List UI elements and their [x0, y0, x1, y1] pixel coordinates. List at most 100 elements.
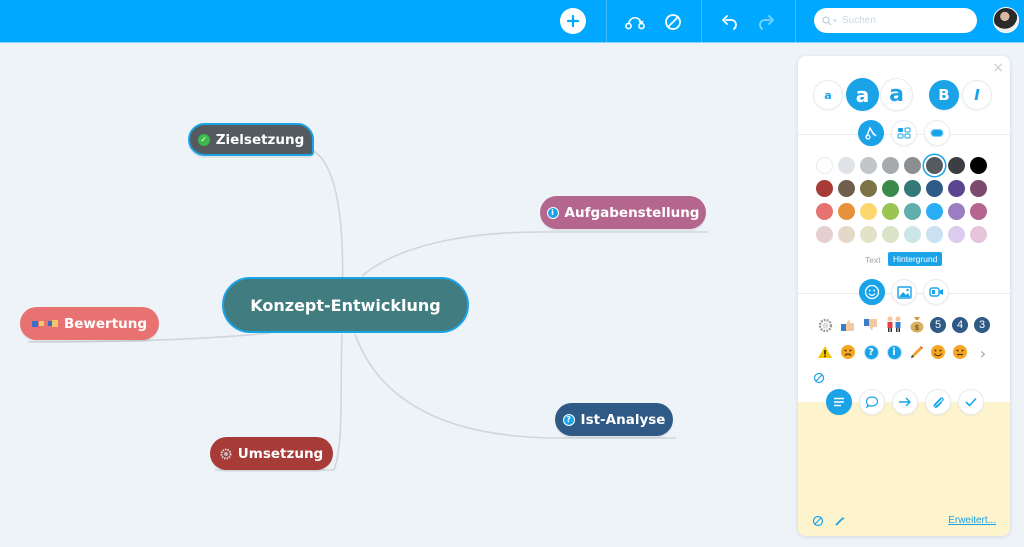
info-icon: i [546, 206, 559, 219]
tab-image[interactable] [891, 279, 917, 305]
tab-task[interactable] [958, 389, 984, 415]
font-size-medium-button[interactable]: a [846, 78, 879, 111]
search-box[interactable] [814, 8, 977, 33]
color-swatch[interactable] [970, 157, 987, 174]
sad-face-icon[interactable] [839, 343, 857, 361]
color-swatch[interactable] [860, 226, 877, 243]
color-swatch[interactable] [926, 180, 943, 197]
tab-shape[interactable] [924, 120, 950, 146]
node-label: Umsetzung [237, 445, 324, 462]
color-swatch[interactable] [948, 203, 965, 220]
user-avatar[interactable] [993, 7, 1019, 33]
warning-icon[interactable] [816, 343, 834, 361]
node-umsetzung[interactable]: Umsetzung [210, 437, 333, 470]
add-node-button[interactable] [560, 8, 586, 34]
color-swatch[interactable] [882, 157, 899, 174]
priority-5-icon[interactable]: 5 [929, 316, 947, 334]
tab-attachments[interactable] [925, 389, 951, 415]
color-swatch[interactable] [948, 226, 965, 243]
font-size-label: a [855, 82, 870, 107]
color-swatch[interactable] [882, 180, 899, 197]
priority-label: 3 [974, 317, 990, 333]
color-swatch[interactable] [816, 157, 833, 174]
node-aufgabenstellung[interactable]: i Aufgabenstellung [540, 196, 706, 229]
vertical-scrollbar[interactable] [1013, 44, 1024, 547]
color-swatch[interactable] [860, 180, 877, 197]
notes-icon [834, 397, 844, 407]
color-swatch[interactable] [838, 180, 855, 197]
color-swatch[interactable] [904, 180, 921, 197]
search-input[interactable] [842, 15, 962, 26]
color-swatch[interactable] [904, 157, 921, 174]
money-bag-icon[interactable]: $ [908, 315, 926, 333]
color-swatch[interactable] [838, 203, 855, 220]
couple-icon[interactable] [885, 315, 903, 333]
tab-links[interactable] [892, 389, 918, 415]
check-icon: ✓ [197, 133, 210, 146]
color-swatch[interactable] [816, 226, 833, 243]
gear-icon[interactable] [816, 316, 834, 334]
node-bewertung[interactable]: Bewertung [20, 307, 159, 340]
color-swatch[interactable] [838, 157, 855, 174]
color-swatch[interactable] [904, 226, 921, 243]
color-swatch[interactable] [816, 203, 833, 220]
remove-icon-button[interactable] [813, 372, 825, 384]
color-swatch[interactable] [948, 157, 965, 174]
priority-3-icon[interactable]: 3 [973, 316, 991, 334]
node-zielsetzung[interactable]: ✓ Zielsetzung [188, 123, 314, 156]
color-swatch[interactable] [970, 180, 987, 197]
neutral-face-icon[interactable] [951, 343, 969, 361]
notes-area[interactable] [798, 402, 1010, 536]
clear-format-button[interactable] [812, 515, 824, 527]
color-swatch[interactable] [926, 203, 943, 220]
pencil-icon[interactable] [908, 343, 926, 361]
node-ist-analyse[interactable]: ? Ist-Analyse [555, 403, 673, 436]
smile-icon[interactable] [929, 343, 947, 361]
mindmap-canvas[interactable]: Konzept-Entwicklung ✓ Zielsetzung i Aufg… [0, 44, 796, 547]
color-swatch[interactable] [882, 203, 899, 220]
color-swatch[interactable] [926, 226, 943, 243]
tab-notes[interactable] [826, 389, 852, 415]
connect-button[interactable] [621, 8, 649, 36]
color-swatch[interactable] [816, 180, 833, 197]
color-swatch[interactable] [926, 157, 943, 174]
undo-button[interactable] [716, 8, 744, 36]
redo-button[interactable] [752, 8, 780, 36]
advanced-link[interactable]: Erweitert... [948, 515, 996, 526]
color-swatch[interactable] [882, 226, 899, 243]
thumbs-up-icon[interactable] [839, 316, 857, 334]
tab-layout[interactable] [891, 120, 917, 146]
color-swatch[interactable] [970, 226, 987, 243]
color-swatch[interactable] [970, 203, 987, 220]
node-label: Ist-Analyse [580, 411, 666, 428]
priority-4-icon[interactable]: 4 [951, 316, 969, 334]
shape-icon [930, 129, 944, 137]
color-swatch[interactable] [948, 180, 965, 197]
clear-style-button[interactable] [659, 8, 687, 36]
magic-wand-button[interactable] [834, 515, 846, 527]
italic-button[interactable]: I [962, 80, 992, 110]
color-target-background[interactable]: Hintergrund [888, 252, 943, 266]
font-size-large-button[interactable]: a [880, 78, 913, 111]
bold-button[interactable]: B [929, 80, 959, 110]
tab-paint[interactable] [858, 120, 884, 146]
tab-video[interactable] [923, 279, 949, 305]
close-panel-button[interactable]: × [992, 60, 1004, 76]
search-icon [822, 15, 837, 25]
tab-comments[interactable] [859, 389, 885, 415]
color-target-text[interactable]: Text [865, 255, 881, 265]
color-swatch[interactable] [860, 157, 877, 174]
color-swatch[interactable] [838, 226, 855, 243]
color-swatch[interactable] [904, 203, 921, 220]
format-panel: × a a a B I Text Hintergrund $ 5 4 3 [798, 56, 1010, 536]
relation-icon [625, 16, 645, 30]
more-icons-chevron[interactable]: › [979, 343, 987, 363]
color-swatch[interactable] [860, 203, 877, 220]
question-icon[interactable]: ? [862, 343, 880, 361]
tab-icons[interactable] [859, 279, 885, 305]
font-size-label: a [889, 82, 904, 107]
root-node[interactable]: Konzept-Entwicklung [222, 277, 469, 333]
font-size-small-button[interactable]: a [813, 80, 843, 110]
info-icon[interactable]: i [885, 343, 903, 361]
thumbs-down-icon[interactable] [862, 316, 880, 334]
